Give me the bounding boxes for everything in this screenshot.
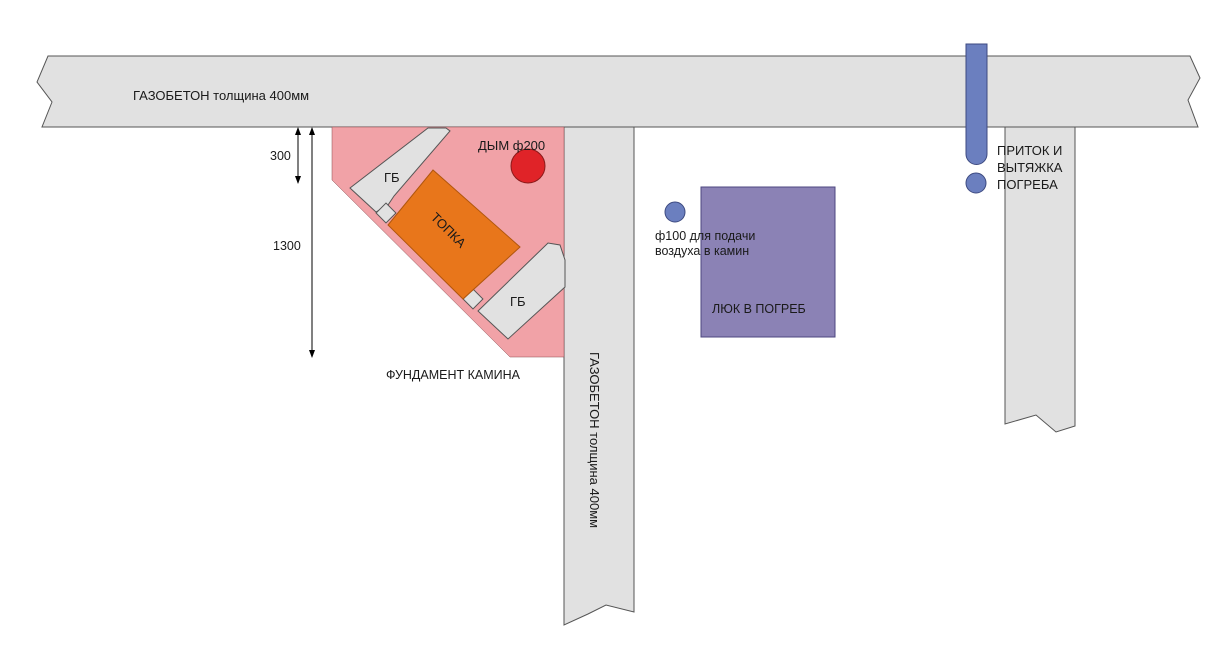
gb-top-label: ГБ [384,170,400,185]
ventilation-label-1: ПРИТОК И [997,143,1062,158]
dimension-label-1300: 1300 [273,239,301,253]
ventilation-label-3: ПОГРЕБА [997,177,1058,192]
dimension-arrow-1300-top [309,127,315,135]
dimension-label-300: 300 [270,149,291,163]
smoke-pipe [510,148,546,184]
gb-bottom-label: ГБ [510,294,526,309]
ventilation-pipe-round [965,172,987,194]
hatch-label: ЛЮК В ПОГРЕБ [712,302,806,316]
ventilation-label-2: ВЫТЯЖКА [997,160,1063,175]
gb-block-top-small [375,202,397,224]
wall-vertical-right [1004,126,1076,433]
gb-block-bottom [477,242,566,340]
air-inlet-label-1: ф100 для подачи [655,229,755,243]
smoke-label: ДЫМ ф200 [478,138,545,153]
dimension-arrow-300-top [295,127,301,135]
ventilation-pipe [965,43,988,165]
wall-vertical-label: ГАЗОБЕТОН толщина 400мм [587,352,602,528]
cellar-hatch [700,186,836,338]
wall-vertical [563,126,635,626]
foundation-label: ФУНДАМЕНТ КАМИНА [386,368,521,382]
air-inlet-label-2: воздуха в камин [655,244,749,258]
air-inlet-pipe [664,201,686,223]
wall-top-label: ГАЗОБЕТОН толщина 400мм [133,88,309,103]
dimension-arrow-300-bottom [295,176,301,184]
dimension-arrow-1300-bottom [309,350,315,358]
firebox [387,169,521,300]
